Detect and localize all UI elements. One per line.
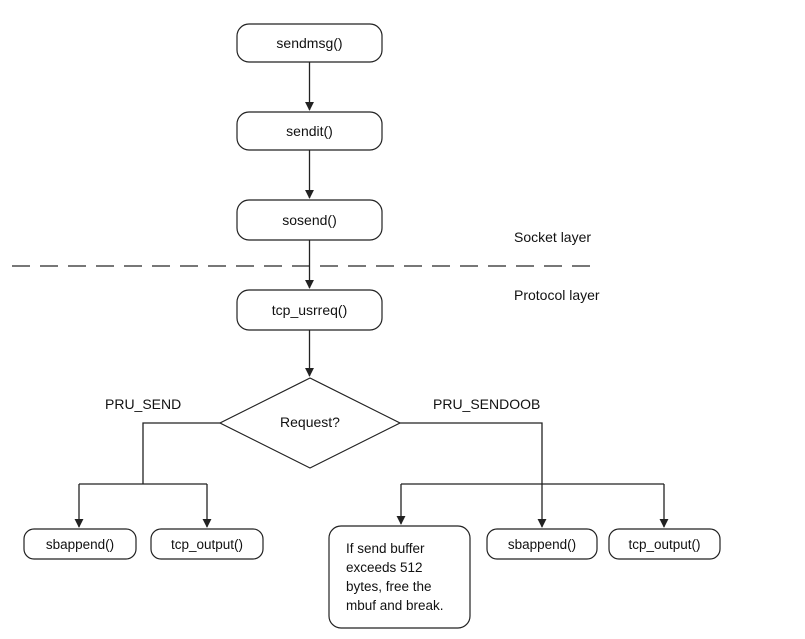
sbappend-right-label: sbappend() <box>508 537 576 552</box>
sosend-node: sosend() <box>236 199 383 241</box>
pru-sendoob-label: PRU_SENDOOB <box>433 396 540 412</box>
tcp-output-right-label: tcp_output() <box>628 537 700 552</box>
pru-send-connector <box>142 422 220 484</box>
pru-sendoob-connector <box>400 422 543 484</box>
tcp-output-left-node: tcp_output() <box>150 528 264 560</box>
sendmsg-label: sendmsg() <box>276 35 342 51</box>
note-line-1: If send buffer <box>346 541 425 556</box>
tcp-output-left-label: tcp_output() <box>171 537 243 552</box>
tcp-usrreq-node: tcp_usrreq() <box>236 289 383 331</box>
note-line-2: exceeds 512 <box>346 560 423 575</box>
sendit-node: sendit() <box>236 111 383 151</box>
note-node: If send buffer exceeds 512 bytes, free t… <box>328 525 471 629</box>
socket-layer-label: Socket layer <box>514 229 591 245</box>
sendmsg-node: sendmsg() <box>236 23 383 63</box>
tcp-usrreq-label: tcp_usrreq() <box>272 302 347 318</box>
sendit-label: sendit() <box>286 123 333 139</box>
sbappend-left-node: sbappend() <box>23 528 137 560</box>
sbappend-right-node: sbappend() <box>486 528 598 560</box>
sbappend-left-label: sbappend() <box>46 537 114 552</box>
note-line-3: bytes, free the <box>346 579 432 594</box>
sosend-label: sosend() <box>282 212 336 228</box>
note-line-4: mbuf and break. <box>346 598 444 613</box>
protocol-layer-label: Protocol layer <box>514 287 600 303</box>
request-label: Request? <box>280 414 340 430</box>
tcp-output-right-node: tcp_output() <box>608 528 721 560</box>
pru-send-label: PRU_SEND <box>105 396 181 412</box>
request-decision: Request? <box>218 377 402 469</box>
